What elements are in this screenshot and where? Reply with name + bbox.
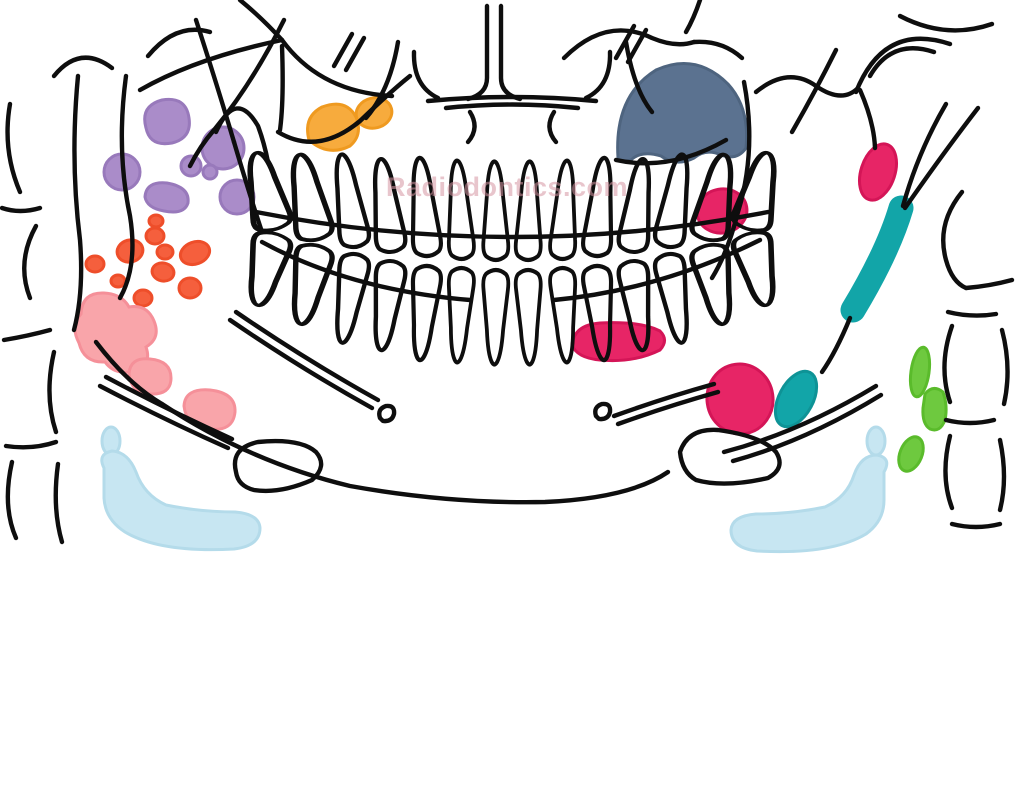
lymph-node-calcifications-region xyxy=(73,291,237,431)
nasal-structures xyxy=(363,3,655,145)
stylohyoid-ligament-region-2 xyxy=(773,369,819,429)
left-skull-outline xyxy=(93,17,413,407)
legend: Antroliths Tonsilloliths Sialoliths Lymp… xyxy=(0,560,1024,792)
panoramic-illustration xyxy=(0,0,1015,554)
cervical-spine-left xyxy=(0,55,115,545)
mucous-retention-pseudocyst-region xyxy=(616,62,749,164)
mandible-outline xyxy=(97,209,884,505)
lower-teeth xyxy=(239,229,784,364)
tonsilloliths-region xyxy=(84,213,212,308)
right-skull-outline xyxy=(613,36,981,375)
cervical-spine-right xyxy=(897,13,1015,530)
thyroid-cartilages-region xyxy=(100,425,889,554)
orbits-and-zygoma xyxy=(237,0,745,99)
stylohyoid-ligament-region xyxy=(840,195,914,323)
carotid-calcifications-region xyxy=(897,345,948,473)
